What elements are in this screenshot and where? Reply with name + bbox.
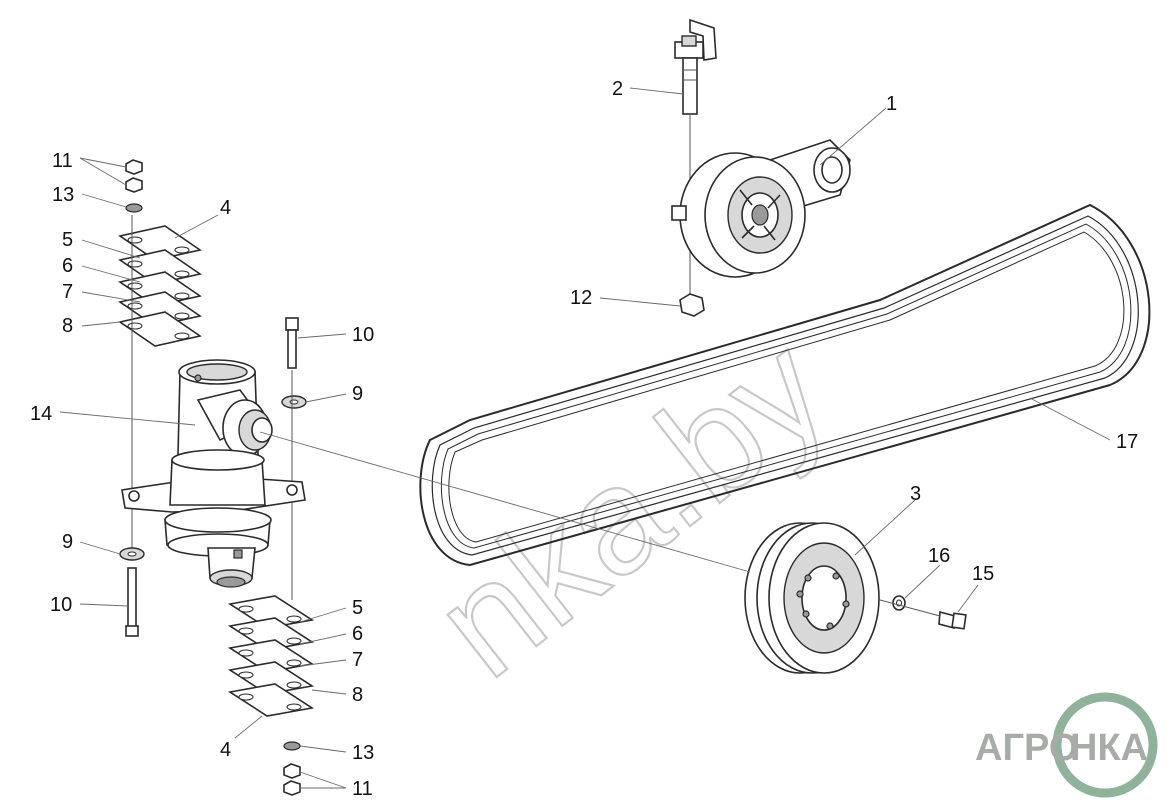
callout-4-upper: 4: [220, 197, 231, 219]
callout-12: 12: [570, 287, 592, 309]
callout-5-upper: 5: [62, 229, 73, 251]
washer-16: [892, 595, 906, 611]
callout-8-upper: 8: [62, 315, 73, 337]
callout-2: 2: [612, 78, 623, 100]
bolt-10-lower: [125, 567, 139, 637]
callout-16: 16: [928, 545, 950, 567]
callout-3: 3: [910, 483, 921, 505]
callout-10-upper: 10: [352, 324, 374, 346]
callout-labels: 2 1 3 16 15 17 12 14 11 13 4 5 6 7 8 10 …: [30, 78, 1138, 800]
leader-lines: [59, 87, 1111, 789]
callout-6-upper: 6: [62, 255, 73, 277]
shim-stack-upper: [118, 225, 202, 347]
tensioner-bracket: [674, 18, 717, 61]
washer-13-lower: [283, 741, 301, 751]
callout-7-lower: 7: [352, 649, 363, 671]
callout-14: 14: [30, 403, 52, 425]
washer-9-lower: [119, 547, 145, 561]
callout-4-lower: 4: [220, 739, 231, 761]
callout-15: 15: [972, 563, 994, 585]
bolt-15: [879, 599, 967, 630]
logo-text-left: АГРО: [975, 727, 1078, 769]
bolt-2: [682, 57, 698, 300]
callout-11-lower: 11: [352, 778, 373, 800]
callout-13-upper: 13: [52, 184, 74, 206]
washer-13-upper: [125, 203, 143, 213]
shim-stack-lower: [227, 595, 315, 717]
nut-12: [679, 293, 705, 317]
gearbox-hub-14: [121, 359, 306, 588]
crank-pulley-3: [744, 522, 880, 674]
callout-6-lower: 6: [352, 623, 363, 645]
nuts-11-upper: [125, 159, 143, 193]
washer-9-upper: [281, 395, 307, 409]
callout-13-lower: 13: [352, 742, 374, 764]
callout-10-lower: 10: [50, 594, 72, 616]
logo-ring: [1052, 692, 1158, 798]
callout-11-upper: 11: [52, 150, 73, 172]
idler-pulley-1: [671, 139, 851, 278]
logo-text-right: НКА: [1070, 727, 1148, 769]
bolt-10-upper: [285, 317, 299, 369]
v-belt-17: [419, 203, 1151, 567]
callout-8-lower: 8: [352, 684, 363, 706]
nuts-11-lower: [283, 763, 301, 796]
callout-9-lower: 9: [62, 531, 73, 553]
agronka-logo: АГРО НКА: [975, 692, 1158, 798]
callout-1: 1: [886, 93, 897, 115]
callout-17: 17: [1116, 431, 1138, 453]
callout-5-lower: 5: [352, 597, 363, 619]
callout-9-upper: 9: [352, 383, 363, 405]
callout-7-upper: 7: [62, 281, 73, 303]
